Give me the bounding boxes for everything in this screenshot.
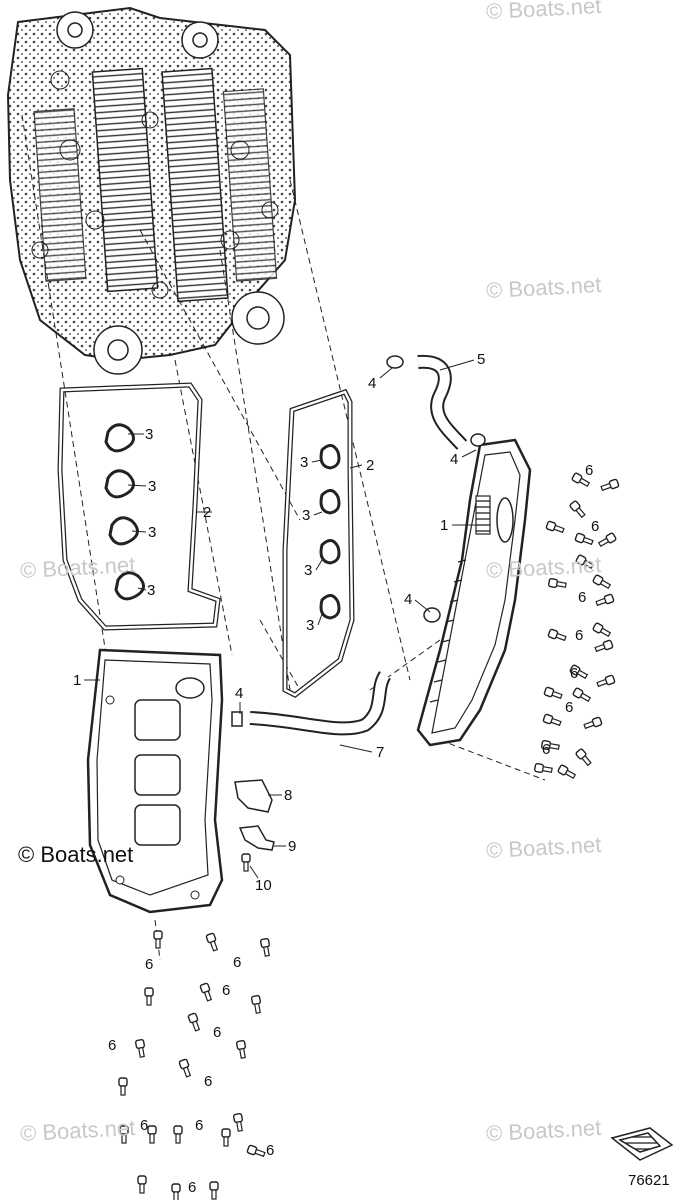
callout-10: 10: [255, 877, 272, 894]
engine-block: [6, 6, 297, 375]
bracket-8: [234, 779, 273, 813]
callout-6: 6: [204, 1073, 213, 1090]
callout-6: 6: [542, 741, 551, 758]
breather-hose-5: [386, 354, 486, 450]
callout-6: 6: [575, 627, 584, 644]
valve-cover-gasket-right: [282, 388, 355, 698]
callout-6: 6: [188, 1179, 197, 1196]
orientation-symbol: [610, 1127, 674, 1161]
callout-3: 3: [304, 562, 313, 579]
callout-3: 3: [302, 507, 311, 524]
callout-3: 3: [147, 582, 156, 599]
callout-4: 4: [368, 375, 377, 392]
callout-8: 8: [284, 787, 293, 804]
callout-6: 6: [233, 954, 242, 971]
callout-6: 6: [222, 982, 231, 999]
callout-3: 3: [148, 524, 157, 541]
callout-7: 7: [376, 744, 385, 761]
callout-6: 6: [570, 665, 579, 682]
sensor-9: [238, 825, 275, 851]
callout-6: 6: [108, 1037, 117, 1054]
callout-3: 3: [145, 426, 154, 443]
alignment-lines: [21, 114, 546, 961]
callout-3: 3: [306, 617, 315, 634]
valve-cover-right: [416, 438, 532, 747]
callout-1: 1: [73, 672, 82, 689]
callout-2: 2: [203, 504, 212, 521]
bolts-6-bottom: [118, 930, 272, 1200]
callout-9: 9: [288, 838, 297, 855]
valve-cover-left: [86, 648, 224, 914]
breather-hose-7: [231, 607, 441, 736]
watermark-label: © Boats.net: [18, 842, 134, 867]
callout-6: 6: [266, 1142, 275, 1159]
callout-2: 2: [366, 457, 375, 474]
callout-6: 6: [213, 1024, 222, 1041]
callout-3: 3: [300, 454, 309, 471]
callout-3: 3: [148, 478, 157, 495]
callout-1: 1: [440, 517, 449, 534]
figure-number: 76621: [628, 1172, 670, 1189]
callout-6: 6: [578, 589, 587, 606]
callout-4: 4: [450, 451, 459, 468]
callout-6: 6: [591, 518, 600, 535]
callout-6: 6: [195, 1117, 204, 1134]
callout-6: 6: [140, 1117, 149, 1134]
callout-6: 6: [565, 699, 574, 716]
callout-4: 4: [404, 591, 413, 608]
valve-cover-gasket-left: [57, 382, 221, 631]
callout-5: 5: [477, 351, 486, 368]
callout-6: 6: [585, 462, 594, 479]
callout-6: 6: [145, 956, 154, 973]
bolt-10: [241, 853, 251, 872]
callout-4: 4: [235, 685, 244, 702]
leader-lines: [84, 359, 478, 879]
